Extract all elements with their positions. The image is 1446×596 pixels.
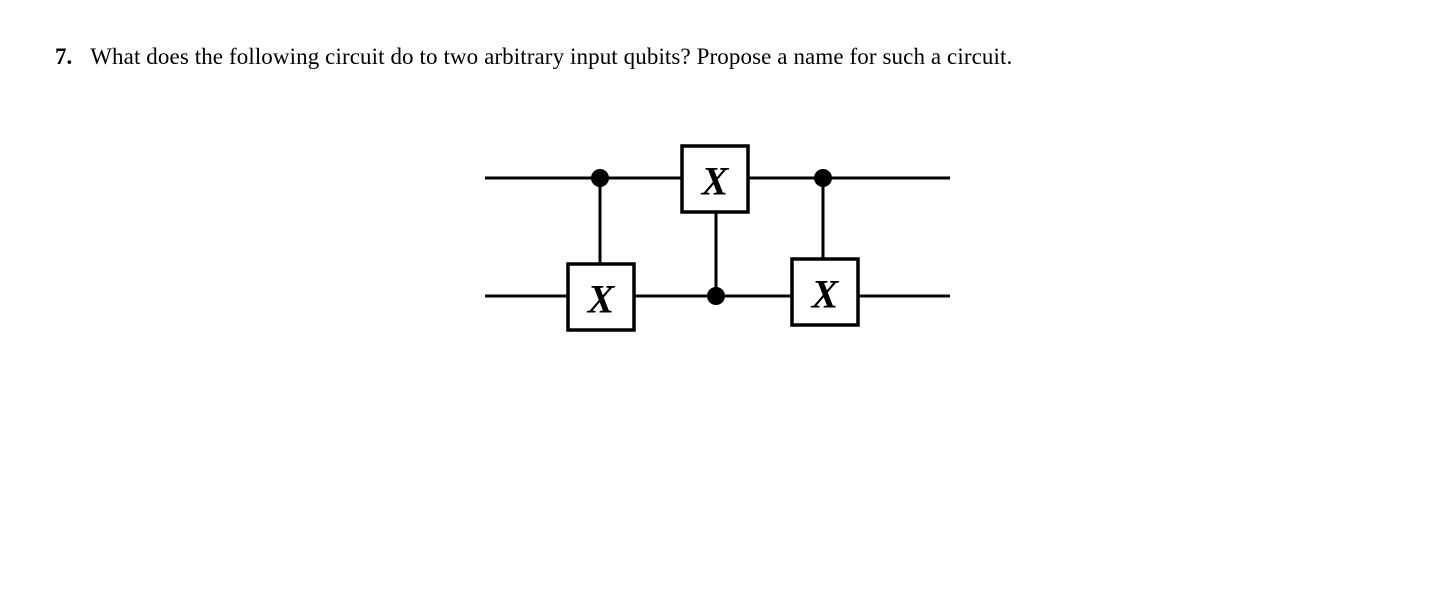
x-gate-box-3 [790, 257, 860, 327]
x-gate-label-2: X [700, 159, 730, 204]
x-gate-label-3: X [810, 272, 840, 317]
question-text: What does the following circuit do to tw… [90, 44, 1013, 69]
question-block: 7. What does the following circuit do to… [55, 42, 1395, 72]
x-gate-label-1: X [586, 277, 616, 322]
control-dot-2 [707, 287, 725, 305]
control-dot-1 [591, 169, 609, 187]
question-number: 7. [55, 44, 73, 69]
x-gate-box-1 [566, 262, 636, 332]
x-gate-box-2 [680, 144, 750, 214]
control-dot-3 [814, 169, 832, 187]
